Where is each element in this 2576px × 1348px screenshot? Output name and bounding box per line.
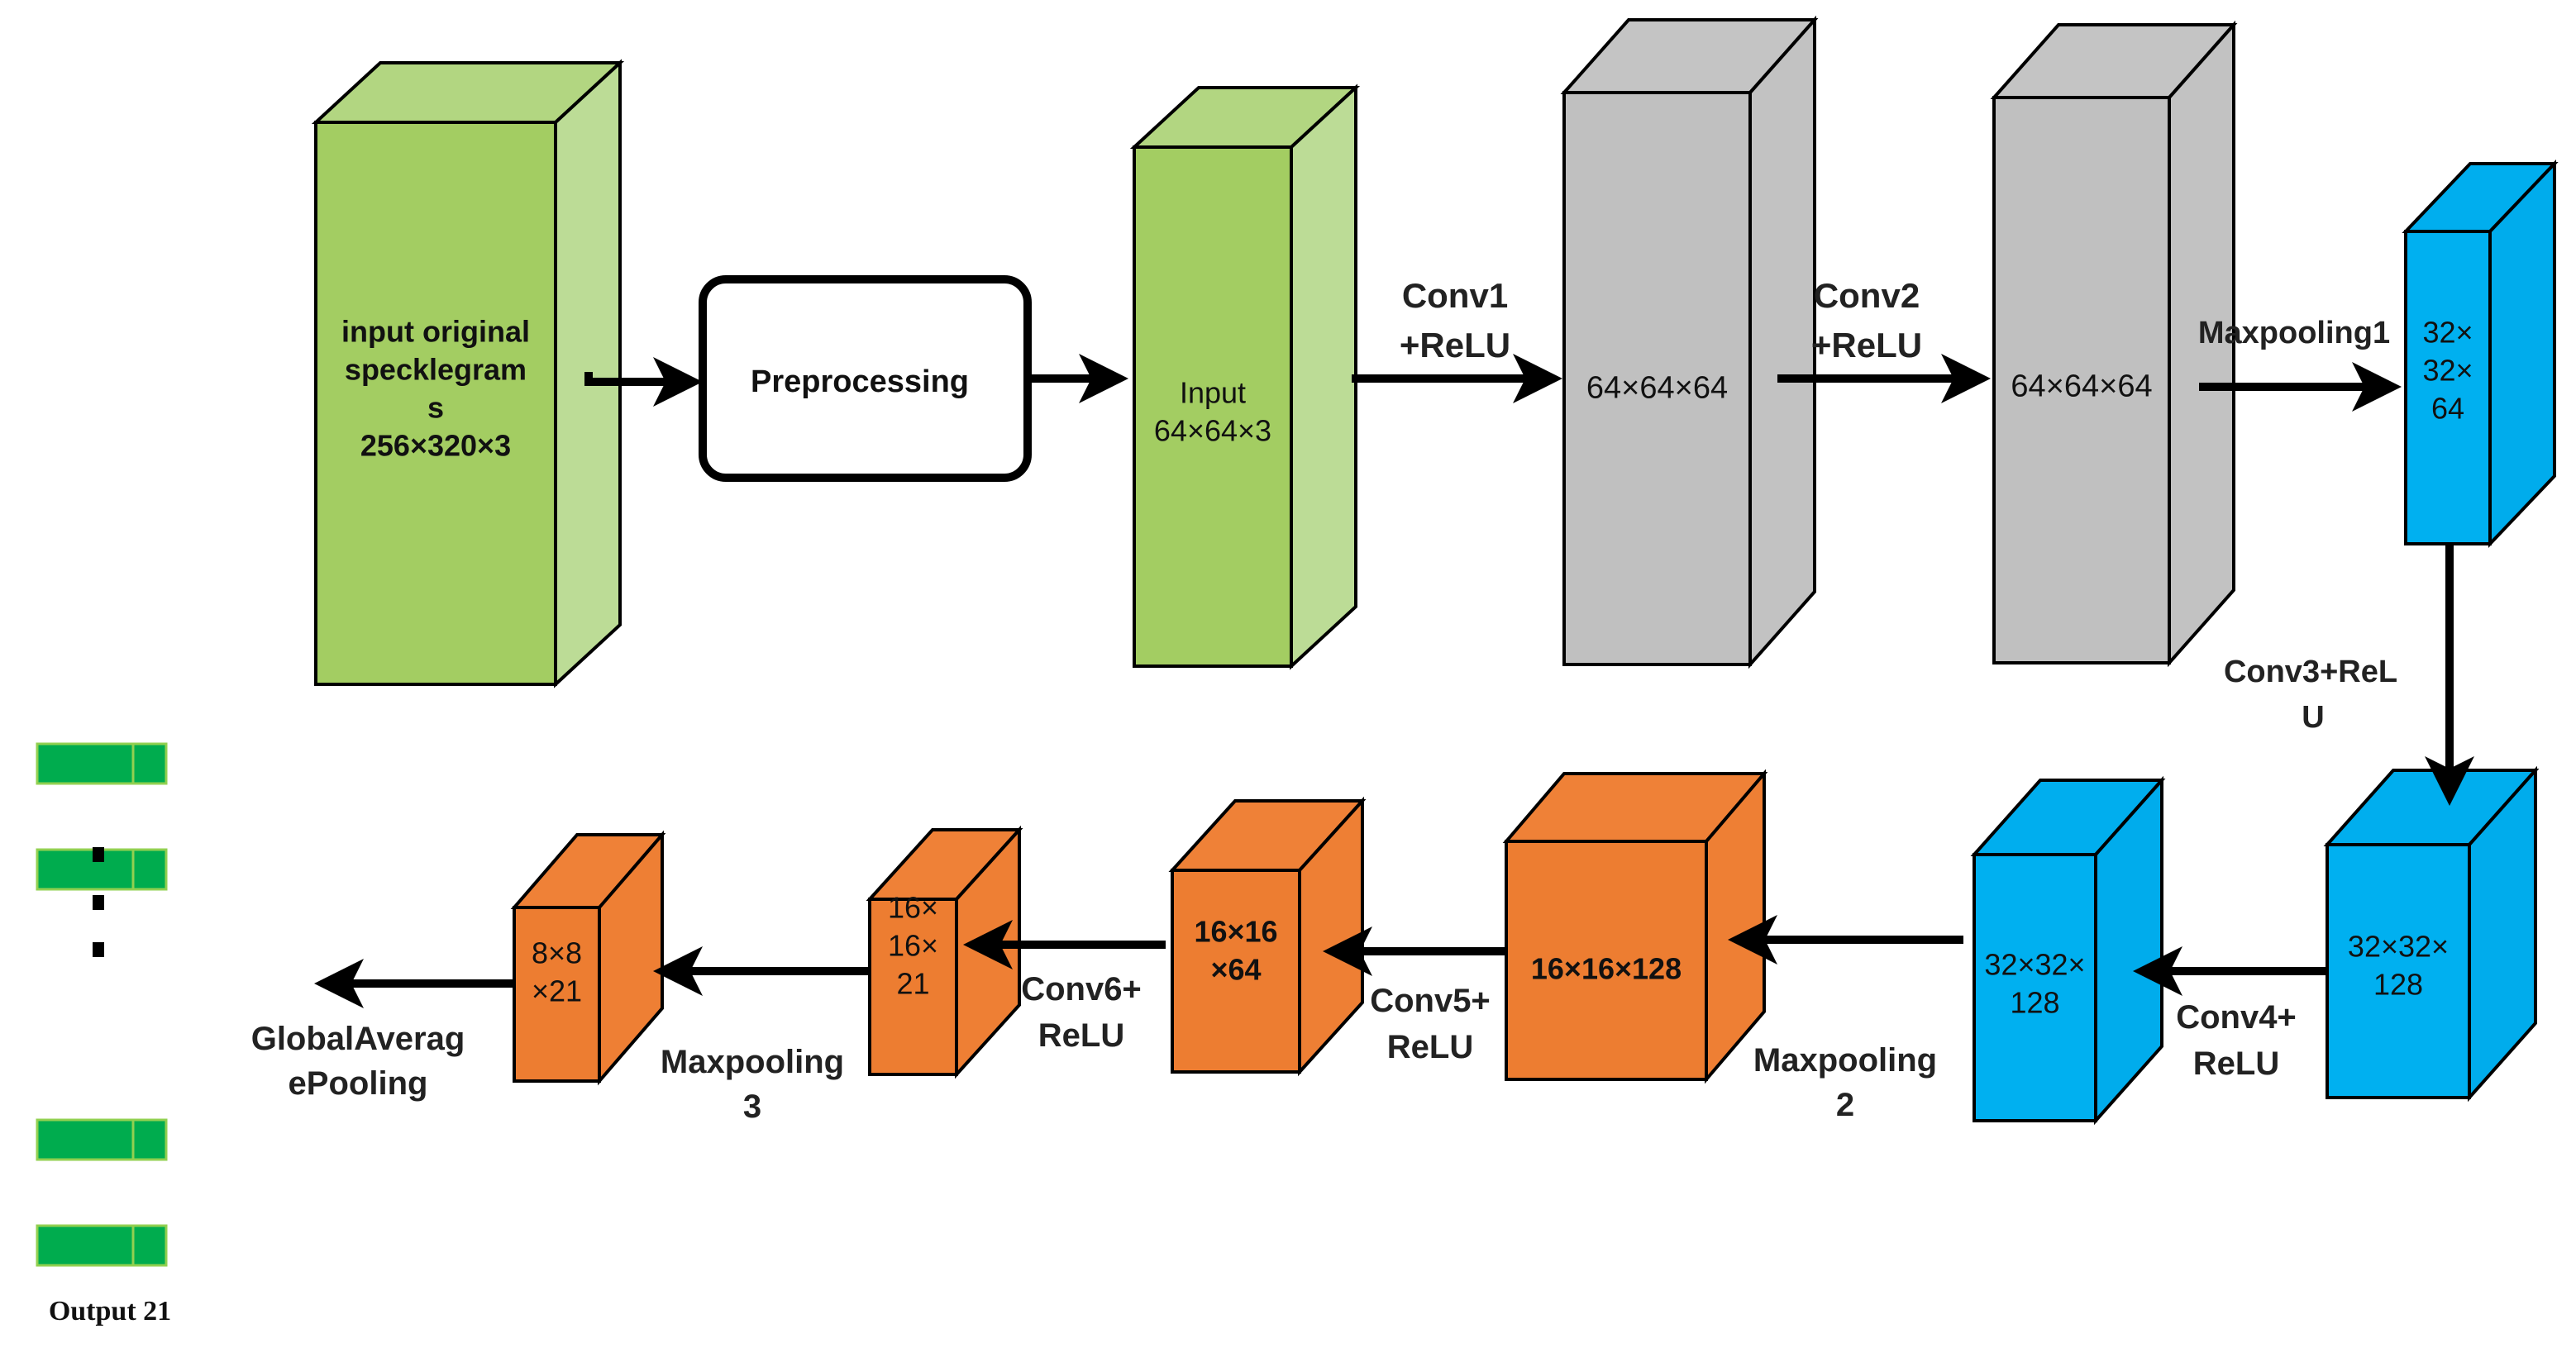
output-label: Output 21 (49, 1296, 171, 1327)
block-label-line: s (427, 391, 444, 425)
block-label-line: 128 (2373, 968, 2423, 1002)
block-label-line: 16× (888, 891, 938, 925)
edge-label-conv4: Conv4+ ReLU (2176, 999, 2297, 1082)
edge-label-line: Conv6+ (1021, 971, 1142, 1007)
output-unit (36, 848, 168, 891)
block-label-line: ×21 (532, 974, 582, 1008)
block-label-line: Input (1180, 376, 1246, 410)
block-front-face (513, 906, 601, 1083)
block-conv4-out: 32×32× 128 (1970, 775, 2166, 1126)
output-unit (36, 742, 168, 785)
block-front-face (2404, 230, 2492, 545)
output-unit-side (131, 742, 168, 785)
preprocessing-node: Preprocessing (699, 275, 1032, 482)
ellipsis-dot (93, 895, 104, 910)
block-conv2-out: 64×64×64 (1990, 20, 2238, 668)
output-unit (36, 1224, 168, 1267)
output-unit-side (131, 1224, 168, 1267)
edge-label-line: Conv1 (1402, 276, 1508, 315)
ellipsis-dot (93, 942, 104, 957)
block-label-line: 16×16 (1194, 915, 1277, 949)
block-conv6-out: 16× 16× 21 (866, 825, 1023, 1079)
block-label-line: 32× (2422, 316, 2473, 350)
edge-label-line: 2 (1836, 1087, 1854, 1123)
block-front-face (314, 121, 557, 686)
edge-label-line: ReLU (2193, 1046, 2279, 1082)
preprocessing-label: Preprocessing (751, 364, 969, 399)
edge-label-line: ReLU (1387, 1029, 1473, 1065)
block-front-face (1505, 840, 1708, 1081)
edge-label-global-average-pooling: GlobalAverag ePooling (251, 1021, 465, 1102)
block-conv1-out: 64×64×64 (1560, 15, 1819, 669)
edge-label-line: Conv4+ (2176, 999, 2297, 1036)
output-unit (36, 1118, 168, 1161)
block-label-line: 64×64×64 (1586, 370, 1728, 405)
block-label-line: 16×16×128 (1531, 952, 1682, 986)
output-unit-front (36, 1224, 135, 1267)
block-label-line: 128 (2010, 986, 2059, 1020)
block-side-face (1748, 15, 1816, 669)
block-label-line: 64×64×64 (2011, 369, 2152, 403)
block-label-line: ×64 (1210, 953, 1261, 987)
arrow-original-to-preprocessing (584, 357, 703, 407)
block-label-line: 32×32× (1984, 948, 2085, 982)
block-conv3-out: 32×32× 128 (2323, 765, 2540, 1103)
block-front-face (1992, 96, 2171, 664)
edge-label-line: Conv3+ReL (2224, 655, 2397, 689)
edge-label-maxpool2: Maxpooling 2 (1753, 1042, 1937, 1123)
edge-label-conv6: Conv6+ ReLU (1021, 971, 1142, 1054)
edge-label-conv5: Conv5+ ReLU (1370, 983, 1491, 1065)
edge-label-conv1: Conv1 +ReLU (1400, 276, 1510, 364)
edge-label-line: 3 (743, 1088, 761, 1125)
block-side-face (1290, 83, 1357, 670)
output-column (36, 742, 168, 1267)
output-unit-side (131, 1118, 168, 1161)
block-label-line: input original (341, 314, 530, 348)
block-front-face (868, 898, 958, 1076)
block-label-line: 256×320×3 (360, 429, 511, 463)
block-conv5-out: 16×16 ×64 (1168, 796, 1367, 1077)
output-unit-front (36, 848, 135, 891)
block-label-line: 64 (2431, 392, 2464, 426)
edge-label-line: GlobalAverag (251, 1021, 465, 1057)
edge-label-conv2: Conv2 +ReLU (1811, 276, 1922, 364)
block-pool2-out: 16×16×128 (1502, 769, 1768, 1084)
block-original: input original specklegram s 256×320×3 (311, 59, 625, 688)
ellipsis-dot (93, 847, 104, 862)
block-label-line: 21 (896, 967, 929, 1001)
block-front-face (1133, 145, 1293, 668)
edge-label-maxpool3: Maxpooling 3 (661, 1044, 844, 1125)
edge-label-line: +ReLU (1400, 326, 1510, 364)
block-input: Input 64×64×3 (1129, 83, 1361, 670)
block-label-line: 64×64×3 (1154, 414, 1271, 448)
block-front-face (1171, 869, 1301, 1074)
edge-label-line: ePooling (289, 1065, 428, 1102)
edge-label-line: Maxpooling (661, 1044, 844, 1080)
edge-label-line: Conv2 (1814, 276, 1920, 315)
block-front-face (1562, 91, 1752, 666)
block-side-face (2488, 159, 2556, 549)
block-label-line: 32× (2422, 354, 2473, 388)
edge-label-line: Maxpooling1 (2198, 316, 2390, 350)
output-unit-side (131, 848, 168, 891)
block-label-line: 8×8 (532, 936, 582, 970)
edge-label-line: Conv5+ (1370, 983, 1491, 1019)
edge-label-line: ReLU (1038, 1017, 1124, 1054)
edge-label-maxpool1: Maxpooling1 (2198, 316, 2390, 350)
block-pool1-out: 32× 32× 64 (2402, 159, 2559, 549)
block-label-line: specklegram (345, 353, 527, 387)
edge-label-line: Maxpooling (1753, 1042, 1937, 1079)
edge-label-line: +ReLU (1811, 326, 1922, 364)
output-unit-front (36, 1118, 135, 1161)
edge-label-line: U (2302, 700, 2324, 735)
edge-label-conv3: Conv3+ReL U (2224, 655, 2397, 735)
output-unit-front (36, 742, 135, 785)
block-pool3-out: 8×8×21 (510, 830, 666, 1086)
block-label-line: 16× (888, 929, 938, 963)
block-label-line: 32×32× (2348, 930, 2449, 964)
block-front-face (1973, 853, 2097, 1122)
